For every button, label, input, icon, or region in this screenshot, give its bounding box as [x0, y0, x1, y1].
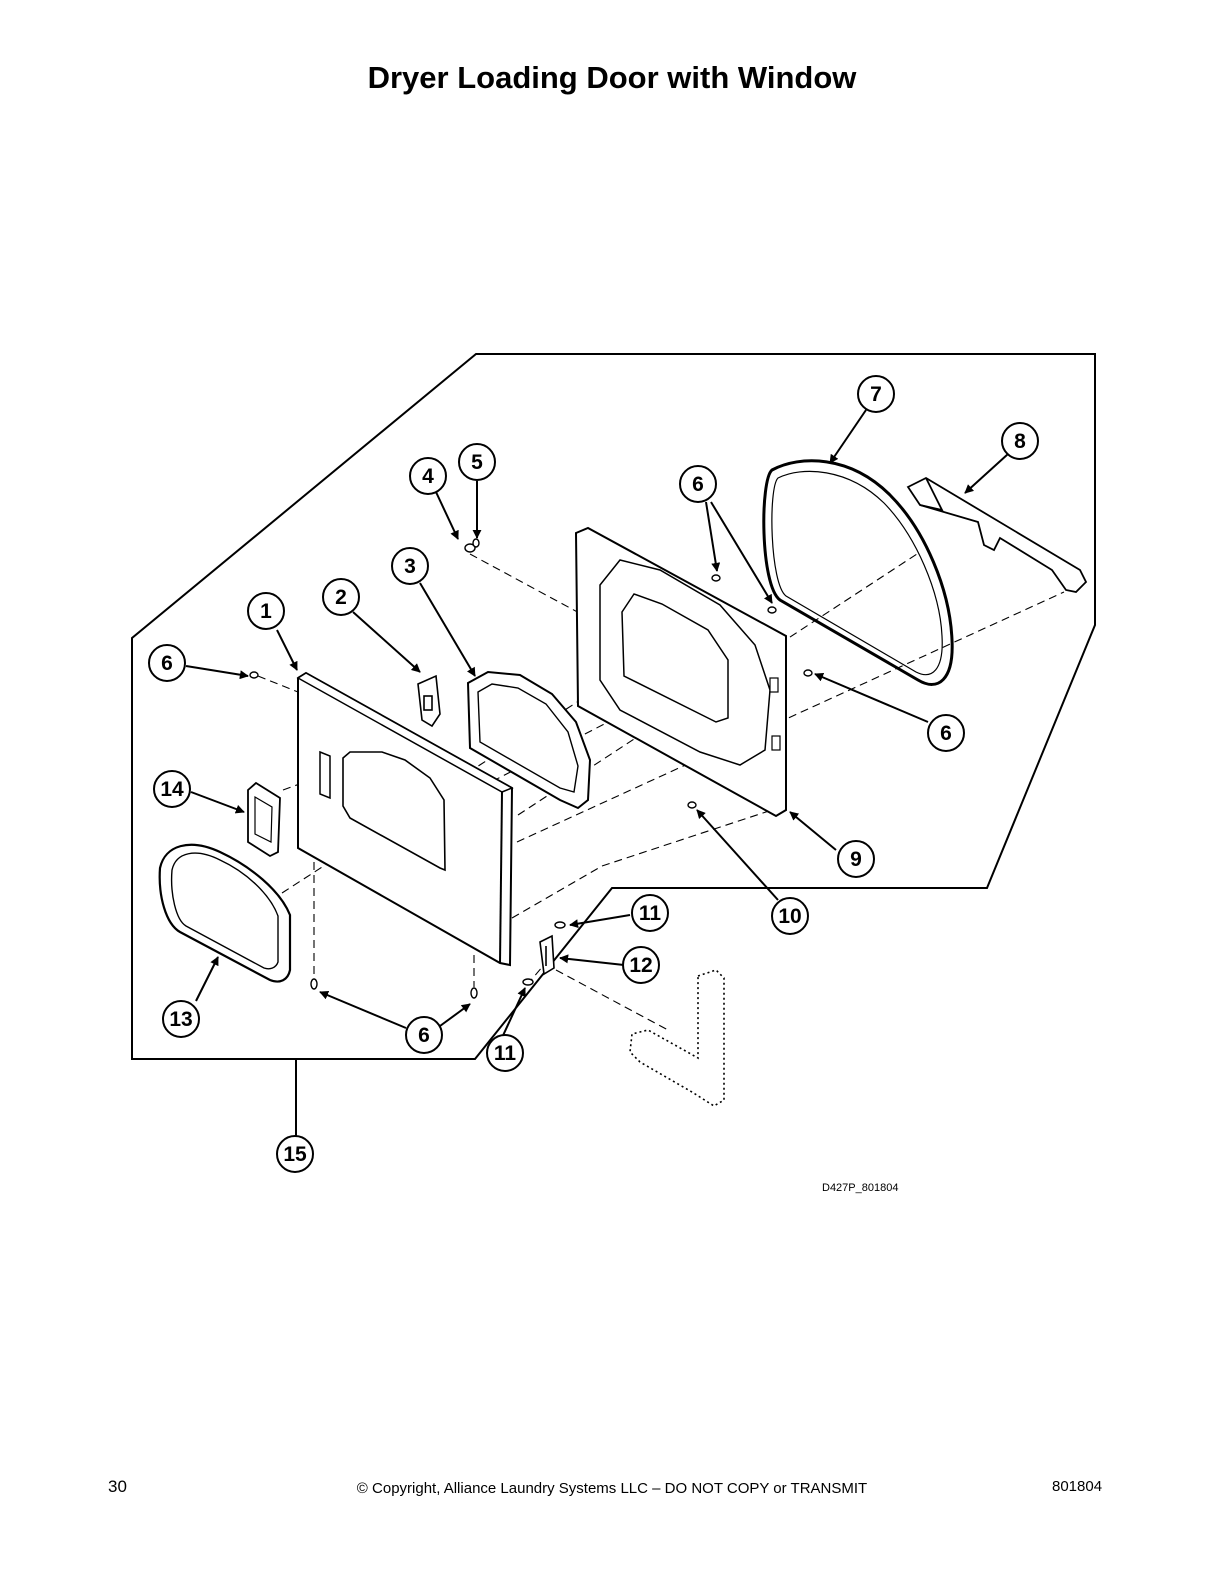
screws [249, 538, 813, 999]
callout-5: 5 [458, 443, 496, 481]
door-bracket [417, 674, 441, 728]
callout-8: 8 [1001, 422, 1039, 460]
callout-7: 7 [857, 375, 895, 413]
svg-text:12: 12 [629, 954, 652, 977]
inner-door-frame [574, 526, 787, 818]
svg-text:15: 15 [283, 1143, 307, 1166]
drawing-id: D427P_801804 [822, 1182, 899, 1194]
outer-door-panel [296, 671, 514, 967]
cabinet-reference-outline [629, 969, 725, 1107]
latch-cup [247, 781, 281, 858]
svg-text:2: 2 [335, 586, 347, 609]
page-title: Dryer Loading Door with Window [367, 60, 857, 95]
callout-1: 1 [247, 592, 285, 630]
callout-4: 4 [409, 457, 447, 495]
door-gasket [762, 459, 954, 686]
svg-text:6: 6 [418, 1024, 430, 1047]
callout-6: 6 [927, 714, 965, 752]
door-handle [906, 476, 1088, 593]
document-number: 801804 [1052, 1478, 1103, 1495]
svg-text:5: 5 [471, 451, 483, 474]
callout-3: 3 [391, 547, 429, 585]
door-gasket-inner [771, 470, 943, 676]
svg-text:1: 1 [260, 600, 272, 623]
callout-14: 14 [153, 770, 191, 808]
callout-2: 2 [322, 578, 360, 616]
callout-11: 11 [631, 894, 669, 932]
svg-text:7: 7 [870, 383, 882, 406]
svg-text:13: 13 [169, 1008, 192, 1031]
callout-9: 9 [837, 840, 875, 878]
callout-15: 15 [276, 1135, 314, 1173]
leader-lines [185, 409, 1009, 1136]
svg-text:3: 3 [404, 555, 416, 578]
callout-10: 10 [771, 897, 809, 935]
callout-11: 11 [486, 1034, 524, 1072]
callout-12: 12 [622, 946, 660, 984]
svg-text:6: 6 [692, 473, 704, 496]
window-liner [466, 670, 592, 810]
svg-text:6: 6 [161, 652, 173, 675]
svg-text:10: 10 [778, 905, 801, 928]
page-number: 30 [108, 1477, 127, 1496]
copyright-notice: © Copyright, Alliance Laundry Systems LL… [356, 1480, 868, 1497]
door-hinge [539, 934, 555, 976]
svg-text:9: 9 [850, 848, 862, 871]
svg-text:11: 11 [494, 1042, 517, 1065]
svg-text:6: 6 [940, 722, 952, 745]
svg-text:14: 14 [160, 778, 184, 801]
outer-trim-ring [158, 843, 292, 983]
callout-6: 6 [405, 1016, 443, 1054]
callout-13: 13 [162, 1000, 200, 1038]
svg-text:11: 11 [639, 902, 662, 925]
svg-text:4: 4 [422, 465, 434, 488]
assembly-boundary [131, 353, 1096, 1060]
callouts: 1 2 3 4 5 6 6 6 6 6 7 8 9 10 11 11 12 13… [148, 375, 1039, 1173]
svg-text:8: 8 [1014, 430, 1026, 453]
callout-6: 6 [679, 465, 717, 503]
callout-6: 6 [148, 644, 186, 682]
